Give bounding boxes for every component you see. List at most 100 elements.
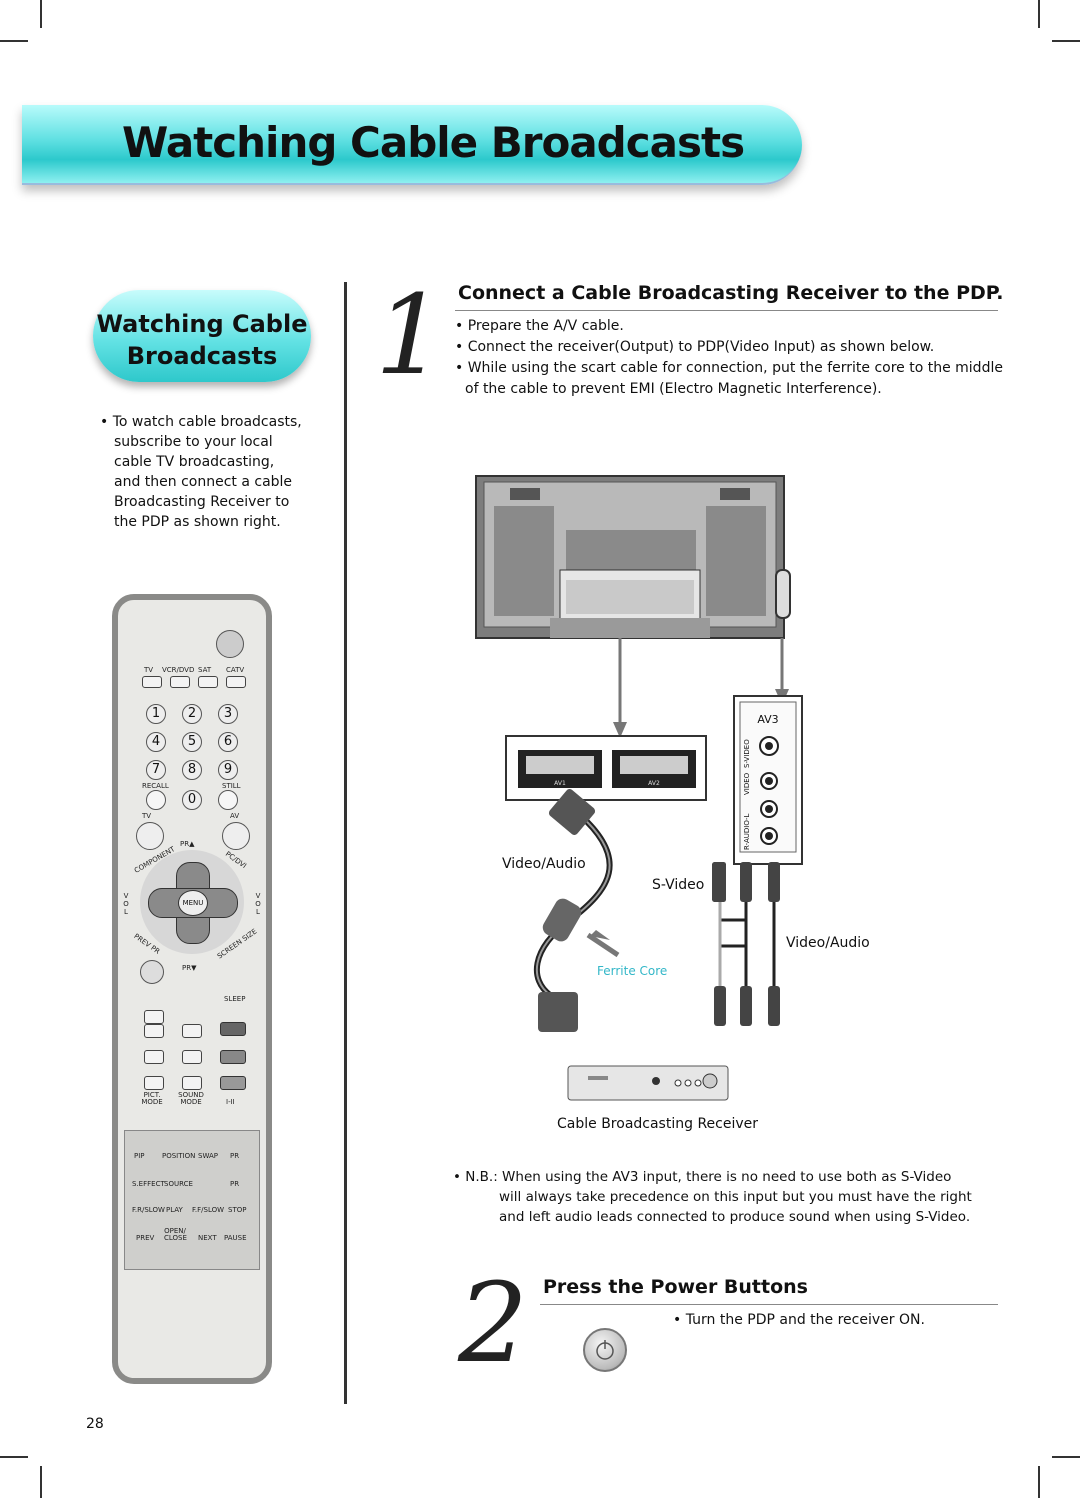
vol-right-label: VOL — [255, 892, 261, 916]
step2-bullet: • Turn the PDP and the receiver ON. — [673, 1312, 925, 1328]
title-banner — [22, 105, 802, 185]
intro-line: the PDP as shown right. — [114, 514, 281, 530]
heading-rule — [540, 1304, 998, 1305]
step-heading: Connect a Cable Broadcasting Receiver to… — [458, 282, 1004, 304]
recall-label: RECALL — [142, 782, 169, 790]
color-button — [220, 1076, 246, 1090]
note-line: will always take precedence on this inpu… — [499, 1189, 972, 1205]
source-button — [170, 676, 190, 688]
teletext-button — [182, 1024, 202, 1038]
crop-mark — [0, 1456, 28, 1458]
color-button — [220, 1022, 246, 1036]
source-button — [142, 676, 162, 688]
transport-label: PAUSE — [224, 1234, 247, 1242]
crop-mark — [1038, 0, 1040, 28]
section-title: Watching Cable Broadcasts — [95, 308, 309, 372]
tv-button — [136, 822, 164, 850]
recall-button — [146, 790, 166, 810]
transport-label: STOP — [228, 1206, 247, 1214]
digit-button: 0 — [182, 790, 202, 810]
av-button — [222, 822, 250, 850]
teletext-button — [144, 1076, 164, 1090]
teletext-button — [144, 1010, 164, 1024]
teletext-button — [144, 1024, 164, 1038]
crop-mark — [0, 40, 28, 42]
pr-label: PR — [230, 1152, 240, 1160]
video-port-label: VIDEO — [743, 772, 751, 795]
mute-icon — [140, 960, 164, 984]
step-heading: Press the Power Buttons — [543, 1276, 808, 1298]
video-audio-left-label: Video/Audio — [502, 856, 586, 872]
source-label: VCR/DVD — [162, 666, 195, 674]
av2-label: AV2 — [648, 780, 660, 787]
intro-text: • To watch cable broadcasts, subscribe t… — [100, 412, 305, 532]
digit-button: 5 — [182, 732, 202, 752]
source-btn-label: SOURCE — [164, 1180, 193, 1188]
av-label: AV — [230, 812, 240, 820]
page-title: Watching Cable Broadcasts — [122, 118, 745, 167]
source-button — [198, 676, 218, 688]
heading-rule — [455, 310, 998, 311]
crop-mark — [1052, 40, 1080, 42]
i-ii-label: I-II — [226, 1098, 235, 1106]
digit-button: 4 — [146, 732, 166, 752]
digit-button: 7 — [146, 760, 166, 780]
sleep-label: SLEEP — [224, 995, 246, 1003]
pict-mode-label: PICT. MODE — [141, 1091, 163, 1106]
seffect-label: S.EFFECT — [132, 1180, 165, 1188]
transport-label: F.R/SLOW — [132, 1206, 165, 1214]
video-audio-right-label: Video/Audio — [786, 935, 870, 951]
digit-button: 6 — [218, 732, 238, 752]
section-title-line2: Broadcasts — [126, 342, 278, 370]
step1-bullets: • Prepare the A/V cable. • Connect the r… — [455, 316, 1015, 400]
transport-label: F.F/SLOW — [192, 1206, 225, 1214]
source-button — [226, 676, 246, 688]
av3-label: AV3 — [757, 713, 778, 726]
color-button — [220, 1050, 246, 1064]
note-line: • N.B.: When using the AV3 input, there … — [453, 1169, 952, 1185]
section-pill — [93, 290, 311, 382]
bullet-line: • While using the scart cable for connec… — [455, 360, 1003, 376]
pdp-back-panel — [475, 475, 791, 639]
power-button-icon — [583, 1328, 627, 1372]
teletext-button — [182, 1050, 202, 1064]
digit-button: 9 — [218, 760, 238, 780]
digit-button: 1 — [146, 704, 166, 724]
step-number: 1 — [375, 271, 445, 399]
intro-line: Broadcasting Receiver to — [114, 494, 290, 510]
transport-label: PLAY — [166, 1206, 183, 1214]
cable-receiver — [567, 1065, 729, 1101]
teletext-button — [182, 1076, 202, 1090]
crop-mark — [1038, 1466, 1040, 1498]
av1-label: AV1 — [554, 780, 566, 787]
svideo-label: S-Video — [652, 877, 705, 893]
pr-label2: PR — [230, 1180, 240, 1188]
column-divider — [344, 282, 347, 1404]
intro-line: and then connect a cable — [114, 474, 293, 490]
ferrite-core-label: Ferrite Core — [597, 964, 668, 978]
intro-line: subscribe to your local — [114, 434, 273, 450]
step-number: 2 — [458, 1259, 528, 1387]
pr-down-label: PR▼ — [182, 964, 197, 972]
intro-line: • To watch cable broadcasts, — [100, 414, 302, 430]
digit-button: 2 — [182, 704, 202, 724]
connection-diagram: AV1 AV2 AV3 S-VIDEO VIDEO R-AUDIO-L — [475, 475, 803, 1101]
scart-panel: AV1 AV2 — [505, 735, 707, 801]
bullet-line: of the cable to prevent EMI (Electro Mag… — [465, 381, 882, 397]
source-label: SAT — [198, 666, 212, 674]
av3-panel: AV3 S-VIDEO VIDEO R-AUDIO-L — [733, 695, 803, 865]
svideo-port-label: S-VIDEO — [743, 739, 751, 768]
swap-label: SWAP — [198, 1152, 218, 1160]
pr-up-label: PR▲ — [180, 840, 195, 848]
still-button — [218, 790, 238, 810]
pip-label: PIP — [134, 1152, 145, 1160]
position-label: POSITION — [162, 1152, 196, 1160]
source-label: TV — [144, 666, 154, 674]
source-label: CATV — [226, 666, 245, 674]
bullet-line: • Prepare the A/V cable. — [455, 318, 624, 334]
page-number: 28 — [86, 1416, 104, 1432]
transport-label: NEXT — [198, 1234, 217, 1242]
remote-power-icon — [216, 630, 244, 658]
section-title-line1: Watching Cable — [96, 310, 308, 338]
digit-button: 3 — [218, 704, 238, 724]
